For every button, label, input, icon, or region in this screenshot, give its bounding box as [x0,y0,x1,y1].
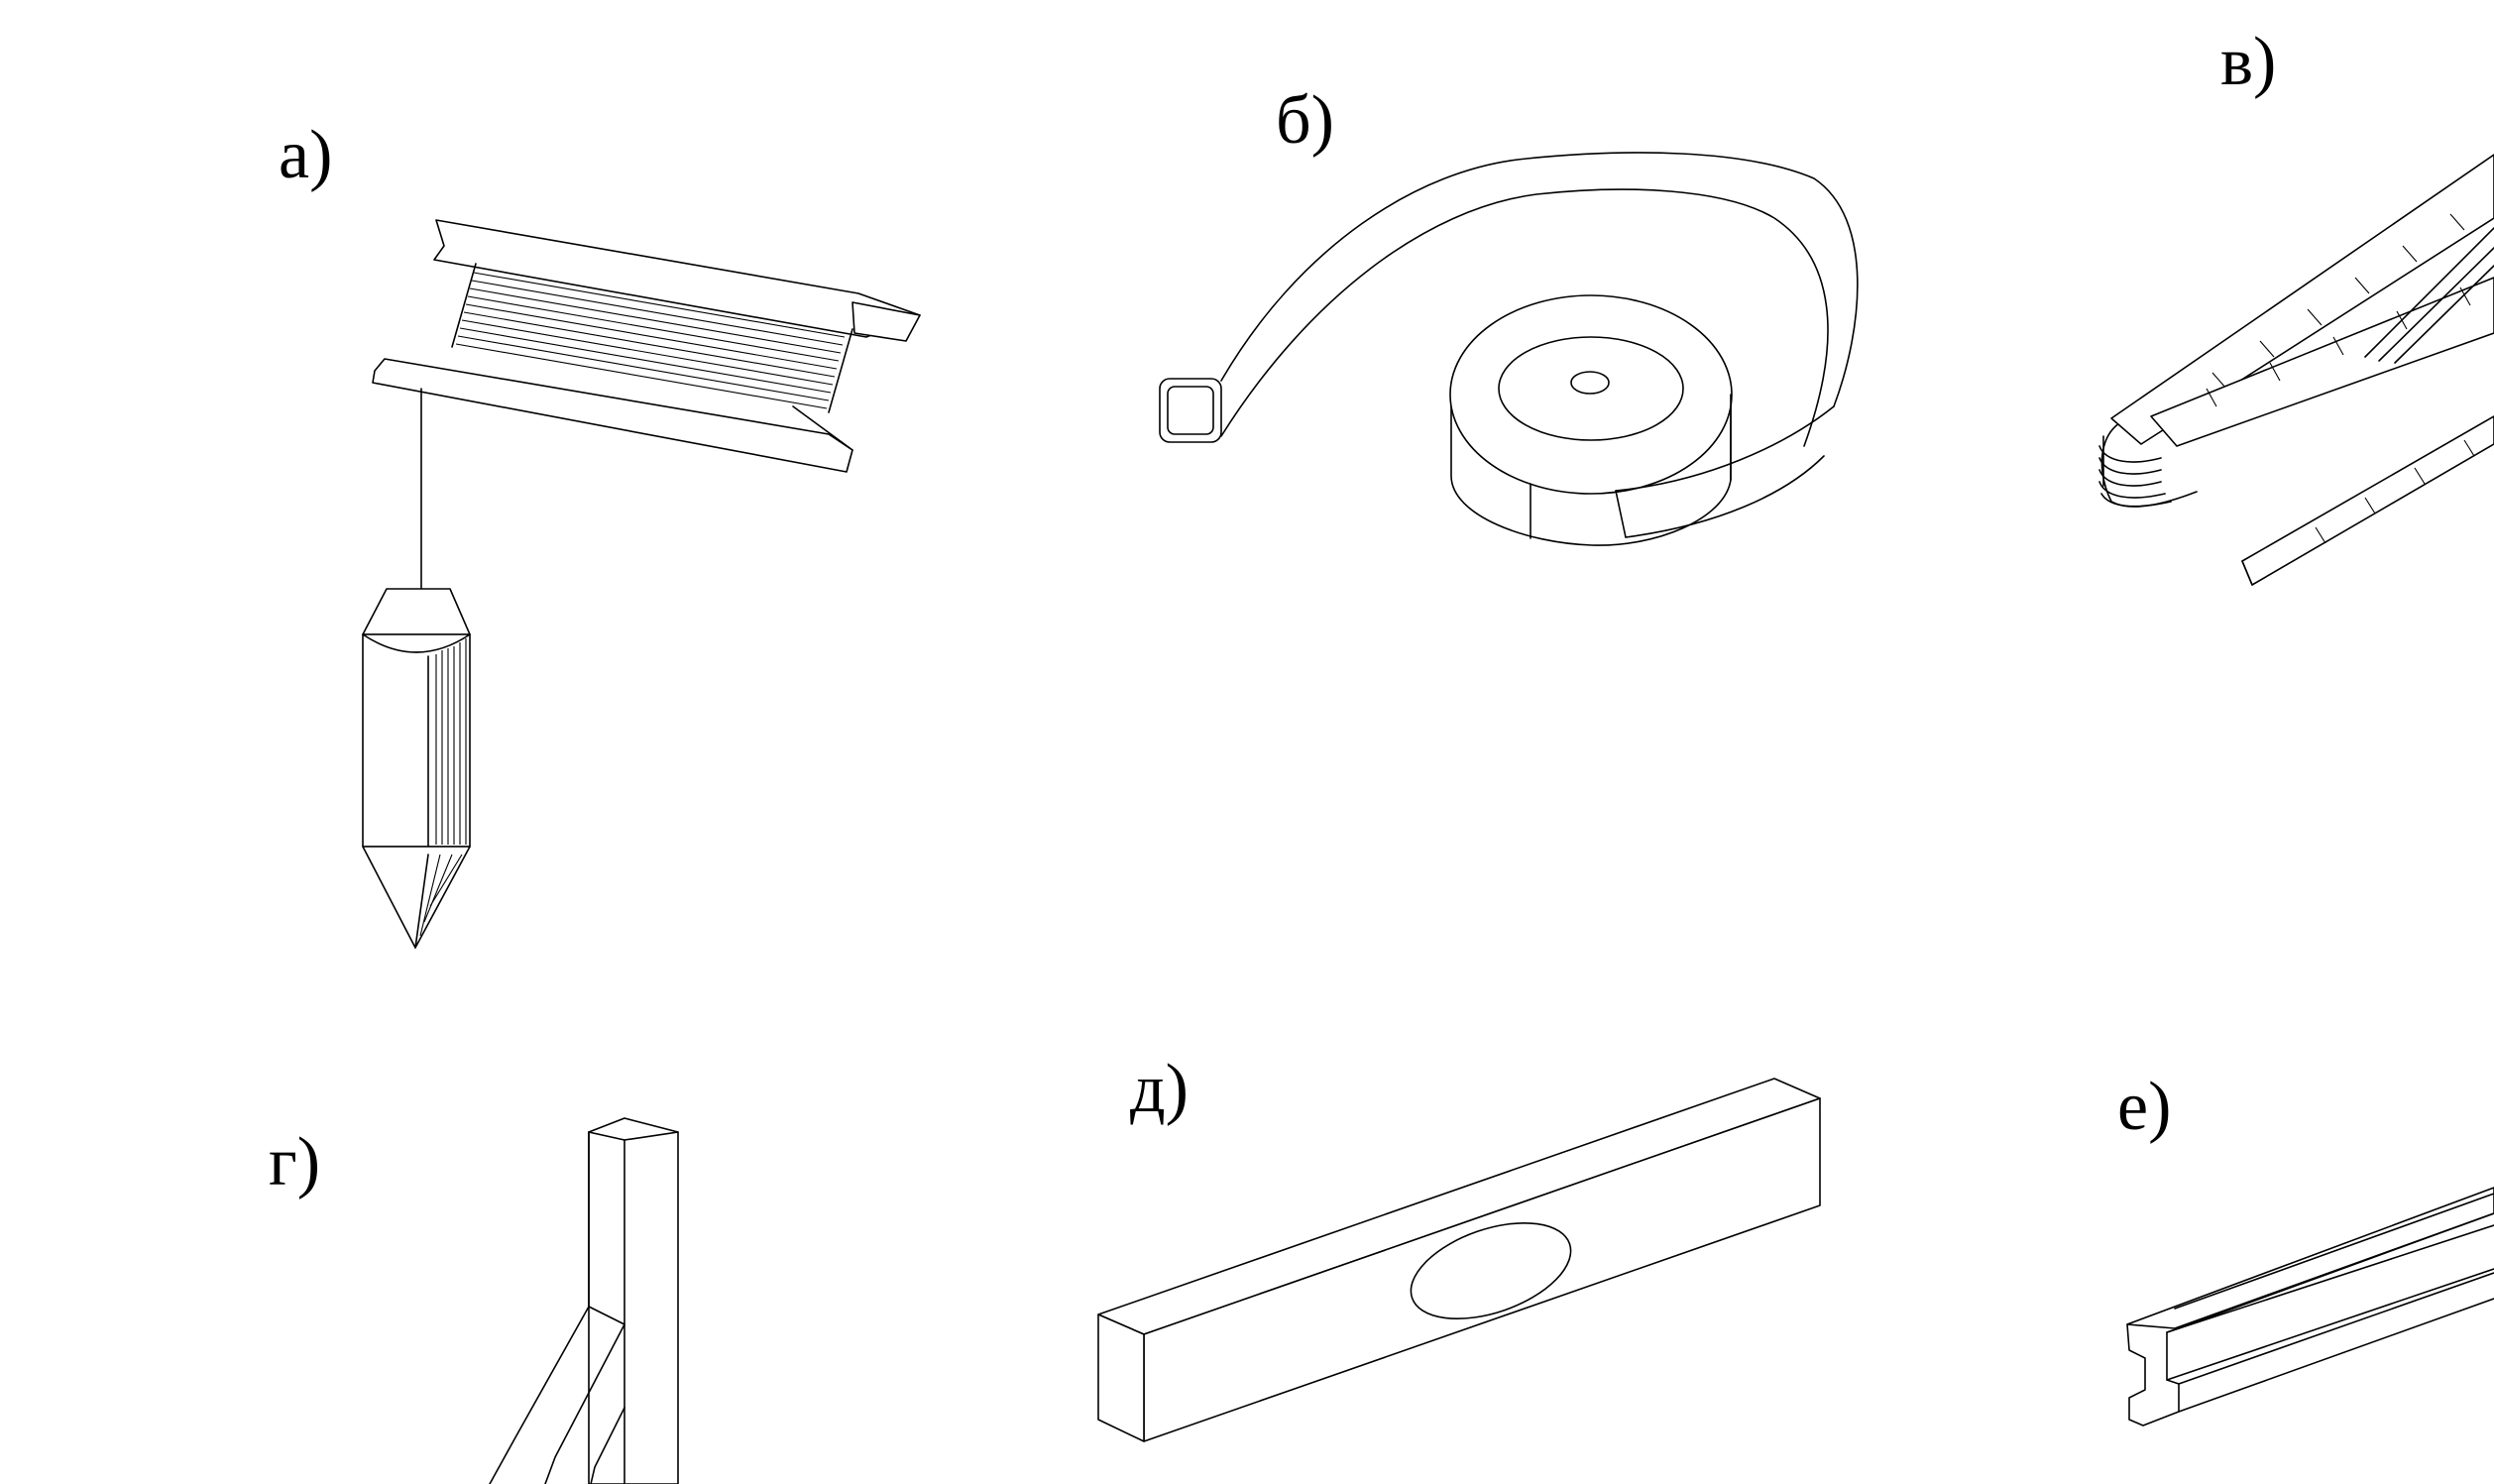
folding-ruler-icon [2098,154,2494,586]
panel-label-d: д) [1130,1051,1189,1127]
panel-label-a: а) [279,117,333,193]
panel-label-b: б) [1276,82,1334,159]
rail-profile-icon [2126,1187,2494,1427]
plumb-bob-on-reel-icon [362,219,921,949]
panel-label-e: е) [2117,1069,2172,1145]
square-icon [489,1117,679,1484]
panel-label-v: в) [2220,24,2277,100]
panel-label-g: г) [269,1124,321,1200]
tape-measure-icon [1159,152,1859,546]
spirit-level-icon [1097,1078,1821,1442]
